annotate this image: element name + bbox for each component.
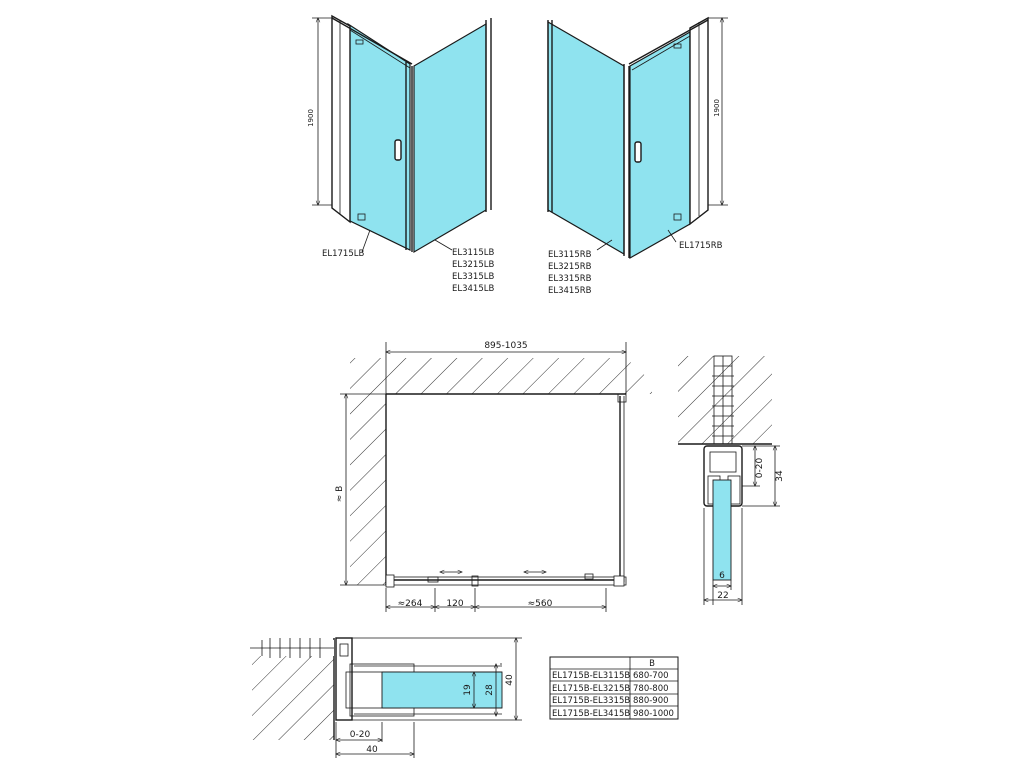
profile-detail: 0-20 34 6 22 <box>678 355 785 605</box>
left-side-code-1: EL3115LB <box>452 248 494 258</box>
section-dim-40-vertical: 40 <box>505 674 515 686</box>
section-glass <box>381 671 503 709</box>
left-side-glass <box>413 22 487 254</box>
left-hinge-code: EL1715LB <box>322 249 364 259</box>
plan-depth-dim: ≈ B <box>335 486 345 503</box>
section-adjust-dim: 0-20 <box>350 730 371 740</box>
left-enclosure-view: 1900 EL1715LB EL3115LB EL3215LB EL3315LB… <box>307 14 494 294</box>
profile-total-dim: 34 <box>775 470 785 482</box>
table-row-3-code: EL1715B-EL3315B <box>552 696 630 706</box>
section-dim-19: 19 <box>463 684 473 696</box>
table-row-2-b: 780-800 <box>633 684 669 694</box>
section-dim-28: 28 <box>485 684 495 696</box>
right-side-code-4: EL3415RB <box>548 286 592 296</box>
right-side-code-2: EL3215RB <box>548 262 592 272</box>
plan-dim-120: 120 <box>446 599 463 609</box>
section-detail: 19 28 40 0-20 40 <box>250 637 522 758</box>
right-enclosure-view: 1900 EL3115RB EL3215RB EL3315RB EL3415RB… <box>547 16 728 296</box>
table-row-4-b: 980-1000 <box>633 709 674 719</box>
top-wall-hatch <box>386 358 626 394</box>
plan-view: 895-1035 ≈ B ≈264 120 ≈560 <box>335 341 652 612</box>
table-row-3-b: 880-900 <box>633 696 669 706</box>
plan-dim-560: ≈560 <box>528 599 553 609</box>
right-height-label: 1900 <box>713 99 721 117</box>
profile-adjust-dim: 0-20 <box>755 458 765 479</box>
profile-width-dim: 22 <box>717 591 728 601</box>
plan-dim-264: ≈264 <box>398 599 423 609</box>
table-row-4-code: EL1715B-EL3415B <box>552 709 630 719</box>
right-side-code-3: EL3315RB <box>548 274 592 284</box>
table-row-2-code: EL1715B-EL3215B <box>552 684 630 694</box>
size-table: B EL1715B-EL3115B 680-700 EL1715B-EL3215… <box>549 656 679 720</box>
left-side-code-2: EL3215LB <box>452 260 494 270</box>
right-hinge-code: EL1715RB <box>679 241 723 251</box>
table-row-1-code: EL1715B-EL3115B <box>552 671 630 681</box>
right-side-code-1: EL3115RB <box>548 250 592 260</box>
left-side-code-4: EL3415LB <box>452 284 494 294</box>
right-side-glass <box>547 20 625 256</box>
table-header-b: B <box>649 659 655 669</box>
profile-glass-dim: 6 <box>719 571 725 581</box>
table-row-1-b: 680-700 <box>633 671 669 681</box>
section-dim-40-horizontal: 40 <box>366 745 378 755</box>
plan-width-dim: 895-1035 <box>484 341 527 351</box>
left-side-code-3: EL3315LB <box>452 272 494 282</box>
left-wall-hatch <box>350 358 386 585</box>
profile-glass <box>712 479 732 581</box>
left-height-label: 1900 <box>307 109 315 127</box>
